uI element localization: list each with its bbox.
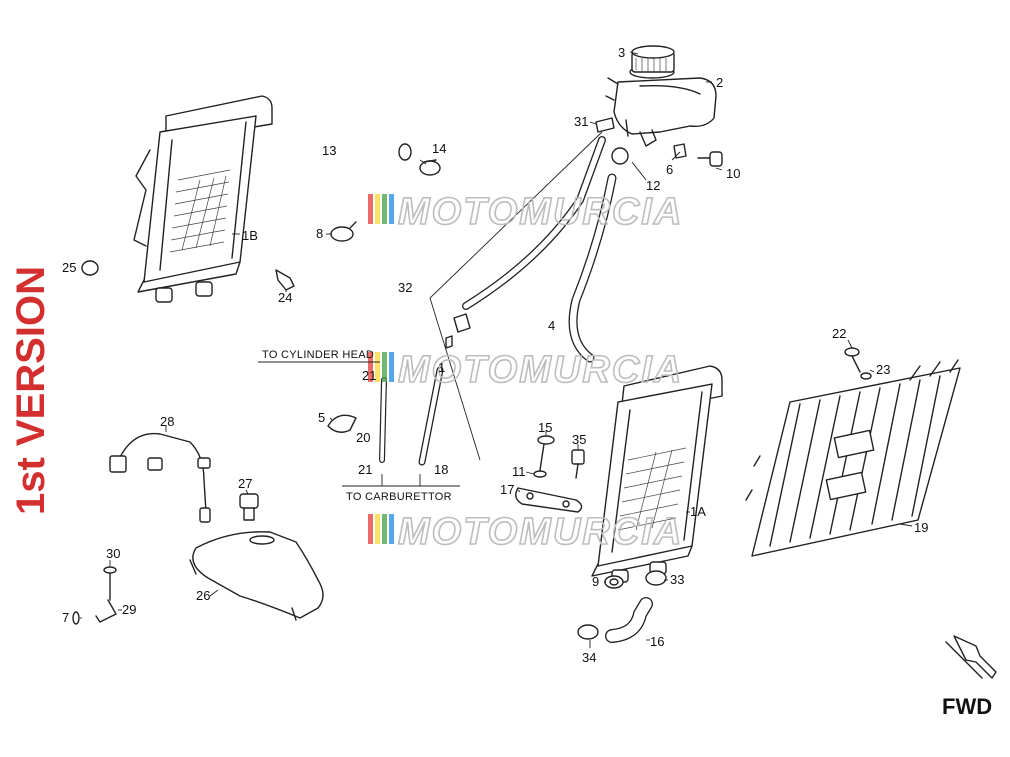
label-28: 28	[160, 414, 174, 429]
label-6: 6	[666, 162, 673, 177]
label-16: 16	[650, 634, 664, 649]
cable-28	[109, 432, 211, 523]
tank-26	[189, 493, 324, 621]
expansion-tank	[605, 45, 717, 147]
label-26: 26	[196, 588, 210, 603]
label-13: 13	[322, 143, 336, 158]
label-21-bottom: 21	[358, 462, 372, 477]
label-30: 30	[106, 546, 120, 561]
label-15: 15	[538, 420, 552, 435]
label-22: 22	[832, 326, 846, 341]
label-1B: 1B	[242, 228, 258, 243]
label-27: 27	[238, 476, 252, 491]
hose-32	[462, 136, 606, 310]
routing-notes: TO CYLINDER HEAD TO CARBURETTOR	[258, 349, 460, 503]
version-label: 1st VERSION	[9, 266, 53, 515]
fwd-arrow-icon	[945, 635, 997, 679]
label-4: 4	[548, 318, 555, 333]
watermark-text-2: MOTOMURCIA	[398, 349, 683, 391]
sensor-24	[275, 269, 295, 291]
label-7: 7	[62, 610, 69, 625]
label-14: 14	[432, 141, 446, 156]
label-2: 2	[716, 75, 723, 90]
hose-16	[605, 597, 653, 643]
label-10: 10	[726, 166, 740, 181]
hose-13	[336, 126, 412, 214]
label-21-top: 21	[362, 368, 376, 383]
bolt-10	[697, 151, 723, 167]
label-29: 29	[122, 602, 136, 617]
hose-18	[418, 366, 444, 466]
label-5: 5	[318, 410, 325, 425]
label-32: 32	[398, 280, 412, 295]
leader-lines	[80, 51, 913, 648]
clamps	[81, 159, 667, 640]
radiator-grille	[745, 359, 961, 557]
fwd-label: FWD	[942, 694, 992, 719]
label-25: 25	[62, 260, 76, 275]
label-12: 12	[646, 178, 660, 193]
label-8: 8	[316, 226, 323, 241]
hose-4	[568, 173, 617, 363]
label-31: 31	[574, 114, 588, 129]
label-18: 18	[434, 462, 448, 477]
label-34: 34	[582, 650, 596, 665]
tap-assembly	[72, 566, 117, 625]
watermark-text-1: MOTOMURCIA	[398, 191, 683, 233]
label-19: 19	[914, 520, 928, 535]
label-20: 20	[356, 430, 370, 445]
bolt-22	[844, 347, 872, 380]
label-1: 1	[438, 360, 445, 375]
label-17: 17	[500, 482, 514, 497]
label-33: 33	[670, 572, 684, 587]
hose-20	[379, 377, 387, 463]
label-23: 23	[876, 362, 890, 377]
label-24: 24	[278, 290, 292, 305]
radiator-left	[133, 95, 273, 303]
label-35: 35	[572, 432, 586, 447]
watermark-text-3: MOTOMURCIA	[398, 511, 683, 553]
label-9: 9	[592, 574, 599, 589]
clip-5	[327, 414, 357, 433]
label-1A: 1A	[690, 504, 706, 519]
watermark-group: MOTOMURCIA MOTOMURCIA MOTOMURCIA	[368, 190, 683, 554]
label-3: 3	[618, 45, 625, 60]
note-cylinder-head: TO CYLINDER HEAD	[262, 349, 374, 361]
hose-fittings	[445, 117, 687, 349]
label-11: 11	[512, 464, 526, 479]
part-labels: 3 2 31 12 6 10 13 14 8 1B 25 24 32 4 22 …	[62, 45, 928, 665]
note-carburettor: TO CARBURETTOR	[346, 491, 452, 503]
bracket-hardware	[515, 435, 585, 513]
